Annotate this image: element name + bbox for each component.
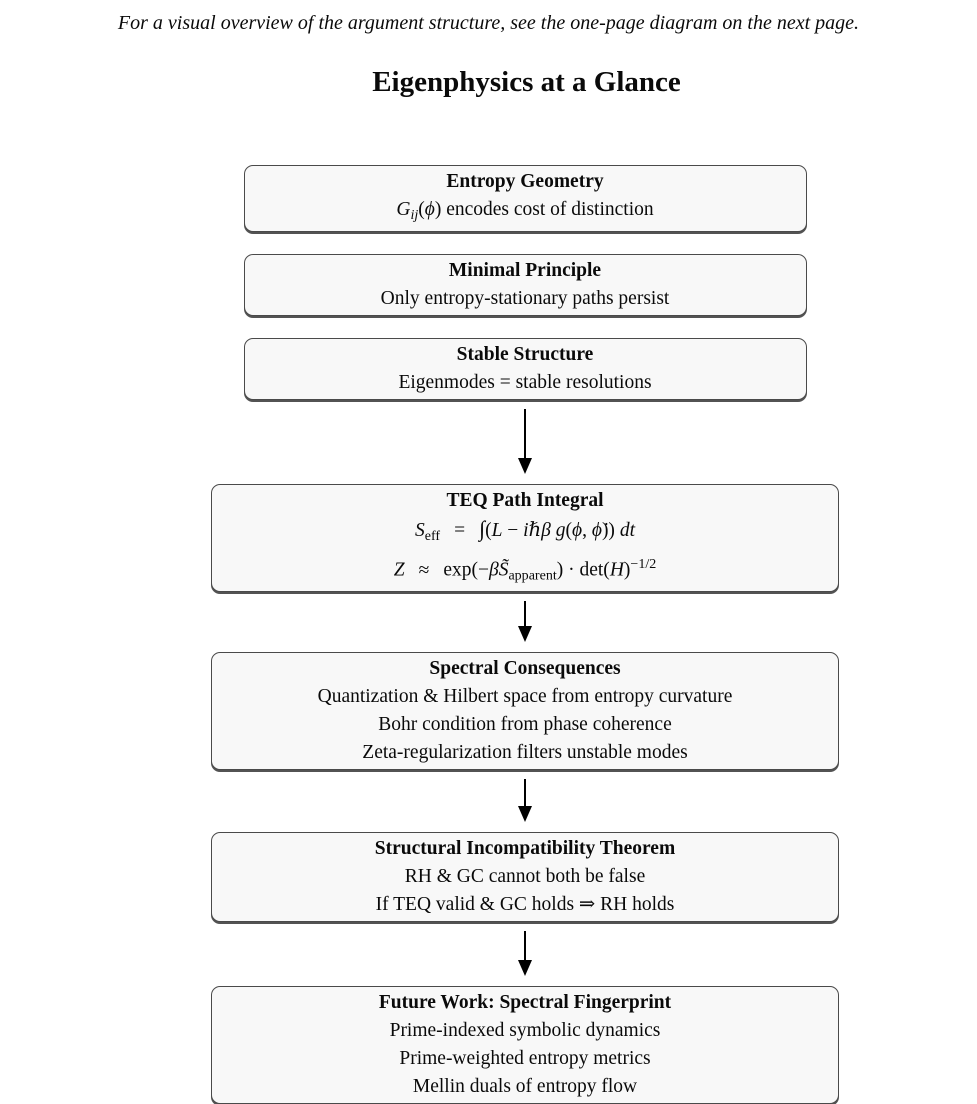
math-segment: )) <box>601 519 620 541</box>
arrow-head <box>518 457 532 474</box>
down-arrow-icon <box>518 770 532 832</box>
math-segment: H <box>609 559 624 581</box>
down-arrow-icon <box>518 592 532 652</box>
math-segment: − <box>502 519 524 541</box>
arrow-shaft <box>524 601 526 627</box>
math-segment: −1/2 <box>630 555 657 572</box>
math-segment: ( <box>565 519 573 541</box>
math-segment: Z <box>393 559 405 581</box>
math-segment: L <box>491 519 503 541</box>
box-title: Structural Incompatibility Theorem <box>374 838 676 860</box>
math-segment: ∫ <box>479 516 486 541</box>
box-line: Prime-indexed symbolic dynamics <box>220 1017 830 1045</box>
overview-note: For a visual overview of the argument st… <box>117 12 860 34</box>
box-gap <box>211 232 839 254</box>
box-line: Eigenmodes = stable resolutions <box>253 369 798 397</box>
down-arrow-icon <box>518 400 532 484</box>
math-segment: S <box>415 519 425 541</box>
math-segment: β <box>488 559 499 581</box>
box-line: Gij(ϕ) encodes cost of distinction <box>253 196 798 229</box>
math-segment: G <box>396 199 411 220</box>
arrow-head <box>518 626 532 643</box>
math-segment: ( <box>418 199 425 220</box>
arrow-shaft <box>524 779 526 807</box>
math-segment: ≈ <box>418 559 430 581</box>
math-segment: ) <box>623 559 631 581</box>
math-segment: ϕ <box>572 519 583 541</box>
math-segment: exp(− <box>443 559 489 581</box>
math-segment: S̃ <box>498 559 509 581</box>
math-segment: RH & GC cannot both be false <box>404 866 646 888</box>
page-title: Eigenphysics at a Glance <box>372 66 681 98</box>
math-segment: Prime-weighted entropy metrics <box>399 1048 651 1070</box>
math-segment: dt <box>619 519 635 541</box>
math-segment: Mellin duals of entropy flow <box>412 1076 638 1098</box>
math-segment: ϕ̇ <box>591 519 602 541</box>
box-title: Minimal Principle <box>448 259 602 281</box>
arrow-shaft <box>524 408 526 458</box>
math-segment: apparent <box>508 567 557 584</box>
math-segment: iℏβ g <box>523 519 566 541</box>
math-segment: ) encodes cost of distinction <box>434 199 654 220</box>
math-segment: eff <box>424 527 441 544</box>
box-title: Spectral Consequences <box>429 658 621 680</box>
box-gap <box>211 316 839 338</box>
arrow-head <box>518 960 532 977</box>
math-segment: = <box>454 519 466 541</box>
math-segment: Eigenmodes = stable resolutions <box>398 371 652 393</box>
box-title: Future Work: Spectral Fingerprint <box>378 992 672 1014</box>
math-segment: If TEQ valid & GC holds ⇒ RH holds <box>375 894 675 916</box>
math-segment: Zeta-regularization filters unstable mod… <box>362 742 688 764</box>
box-line: Seff=∫(L − iℏβ g(ϕ, ϕ̇)) dt <box>220 515 830 550</box>
math-segment: Prime-indexed symbolic dynamics <box>389 1020 661 1042</box>
box-line: Prime-weighted entropy metrics <box>220 1045 830 1073</box>
arrow-head <box>518 806 532 823</box>
math-segment: ϕ <box>424 199 435 220</box>
box-title: Stable Structure <box>456 343 594 365</box>
box-structural-incompatibility-theorem: Structural Incompatibility Theorem RH & G… <box>211 832 839 923</box>
math-segment: ( <box>485 519 492 541</box>
math-segment: Only entropy-stationary paths persist <box>380 287 670 309</box>
box-line: Bohr condition from phase coherence <box>220 711 830 739</box>
box-line: Only entropy-stationary paths persist <box>253 285 798 313</box>
box-title: Entropy Geometry <box>446 171 604 192</box>
down-arrow-icon <box>518 922 532 986</box>
math-segment: , <box>582 519 592 541</box>
box-line: Z ≈ exp(−βS̃apparent) · det(H)−1/2 <box>220 550 830 590</box>
box-title: TEQ Path Integral <box>446 489 604 511</box>
box-line: Mellin duals of entropy flow <box>220 1073 830 1101</box>
math-segment: Quantization & Hilbert space from entrop… <box>317 686 733 708</box>
box-line: Zeta-regularization filters unstable mod… <box>220 739 830 767</box>
box-line: RH & GC cannot both be false <box>220 863 830 891</box>
math-segment: ij <box>410 206 419 223</box>
math-segment: Bohr condition from phase coherence <box>378 714 672 736</box>
arrow-shaft <box>524 931 526 961</box>
box-line: If TEQ valid & GC holds ⇒ RH holds <box>220 891 830 919</box>
box-line: Quantization & Hilbert space from entrop… <box>220 683 830 711</box>
math-segment: ) · det( <box>556 559 610 581</box>
